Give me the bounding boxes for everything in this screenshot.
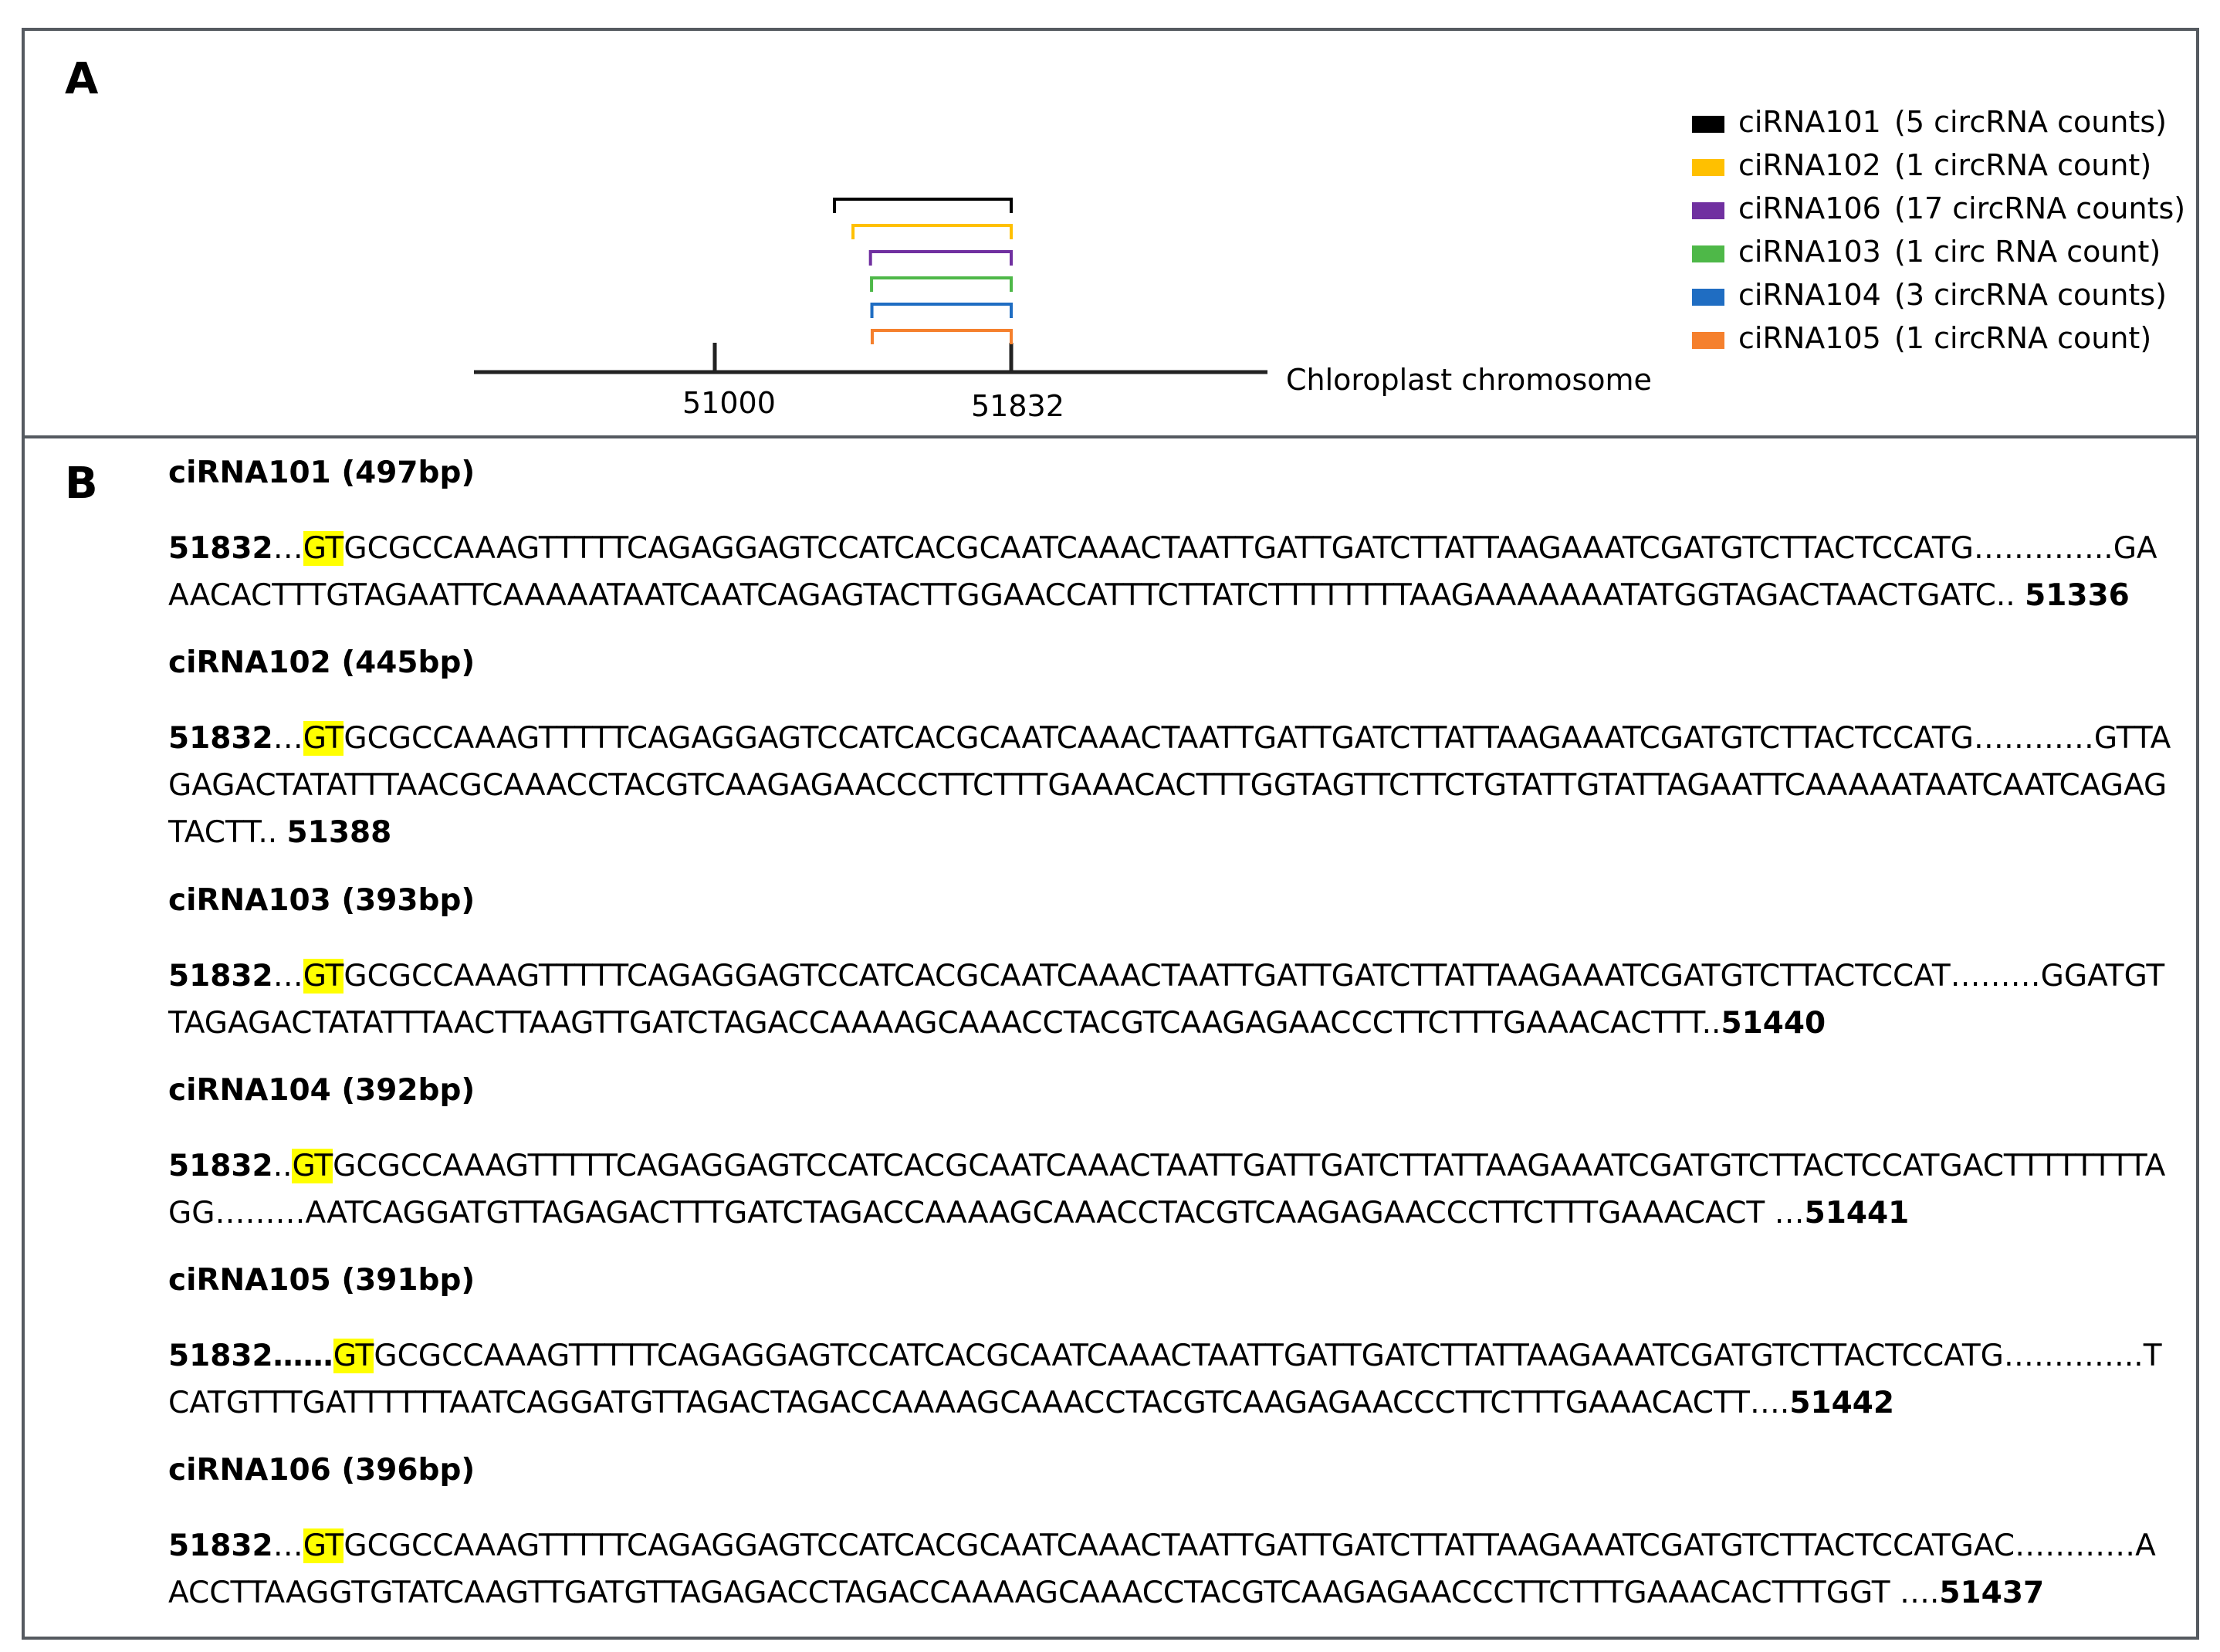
legend-count: (3 circRNA counts) <box>1894 278 2167 312</box>
entry-title: ciRNA106 (396bp) <box>168 1453 475 1488</box>
sequence-gap: … <box>272 721 303 756</box>
gt-splice-motif: GT <box>303 721 344 756</box>
start-coordinate: 51832 <box>168 721 273 756</box>
start-coordinate: 51832 <box>168 1149 273 1183</box>
entry-title: ciRNA105 (391bp) <box>168 1263 475 1298</box>
sequence-text: 51832..GTGCGCCAAAGTTTTTCAGAGGAGTCCATCACG… <box>168 1143 2175 1237</box>
sequence-gap: … <box>272 1528 303 1563</box>
sequence-entry-ciRNA105: ciRNA105 (391bp) 51832……GTGCGCCAAAGTTTTT… <box>168 1263 2175 1427</box>
sequence-body: GCGCCAAAGTTTTTCAGAGGAGTCCATCACGCAATCAAAC… <box>168 1149 2166 1231</box>
entry-title: ciRNA103 (393bp) <box>168 883 475 918</box>
entry-title: ciRNA102 (445bp) <box>168 645 475 680</box>
sequence-gap: … <box>272 959 303 994</box>
tick-label-51000: 51000 <box>682 386 776 420</box>
entry-title: ciRNA104 (392bp) <box>168 1073 475 1108</box>
legend-name: ciRNA106 <box>1738 191 1881 225</box>
sequence-entry-ciRNA104: ciRNA104 (392bp) 51832..GTGCGCCAAAGTTTTT… <box>168 1073 2175 1237</box>
end-coordinate: 51441 <box>1804 1196 1910 1231</box>
legend-count: (1 circRNA count) <box>1894 321 2152 355</box>
gt-splice-motif: GT <box>333 1339 374 1373</box>
arc-ciRNA103 <box>870 276 1013 292</box>
legend-count: (1 circRNA count) <box>1894 148 2152 182</box>
arc-ciRNA106 <box>868 250 1013 266</box>
legend-name: ciRNA104 <box>1738 278 1881 312</box>
panel-a: A 51000 51832 Chloroplast chromosome ciR… <box>22 28 2199 438</box>
arc-ciRNA101 <box>833 198 1013 213</box>
end-coordinate: 51440 <box>1721 1006 1826 1041</box>
sequence-body: GCGCCAAAGTTTTTCAGAGGAGTCCATCACGCAATCAAAC… <box>168 1528 2156 1610</box>
sequence-text: 51832…GTGCGCCAAAGTTTTTCAGAGGAGTCCATCACGC… <box>168 715 2175 856</box>
legend-swatch <box>1692 159 1724 176</box>
legend-swatch <box>1692 202 1724 219</box>
arc-ciRNA105 <box>871 329 1013 344</box>
end-coordinate: 51437 <box>1939 1576 2045 1610</box>
sequence-text: 51832…GTGCGCCAAAGTTTTTCAGAGGAGTCCATCACGC… <box>168 525 2175 619</box>
legend-swatch <box>1692 245 1724 262</box>
legend-count: (17 circRNA counts) <box>1894 191 2186 225</box>
end-coordinate: 51336 <box>2025 578 2130 613</box>
sequence-body: GCGCCAAAGTTTTTCAGAGGAGTCCATCACGCAATCAAAC… <box>168 959 2165 1041</box>
legend-count: (1 circ RNA count) <box>1894 235 2161 269</box>
sequence-entry-ciRNA101: ciRNA101 (497bp) 51832…GTGCGCCAAAGTTTTTC… <box>168 455 2175 619</box>
start-coordinate: 51832 <box>168 1528 273 1563</box>
gt-splice-motif: GT <box>303 959 344 994</box>
sequence-text: 51832……GTGCGCCAAAGTTTTTCAGAGGAGTCCATCACG… <box>168 1332 2175 1427</box>
sequence-entry-ciRNA103: ciRNA103 (393bp) 51832…GTGCGCCAAAGTTTTTC… <box>168 883 2175 1047</box>
sequence-body: GCGCCAAAGTTTTTCAGAGGAGTCCATCACGCAATCAAAC… <box>168 721 2171 850</box>
circrna-arc-diagram <box>474 198 1267 374</box>
legend-name: ciRNA102 <box>1738 148 1881 182</box>
sequence-gap: … <box>272 531 303 566</box>
panel-a-letter: A <box>65 54 99 104</box>
legend-name: ciRNA105 <box>1738 321 1881 355</box>
panel-b-letter: B <box>65 459 98 509</box>
end-coordinate: 51442 <box>1789 1386 1894 1420</box>
legend-swatch <box>1692 289 1724 306</box>
legend-swatch <box>1692 332 1724 349</box>
sequence-body: GCGCCAAAGTTTTTCAGAGGAGTCCATCACGCAATCAAAC… <box>168 531 2157 613</box>
gt-splice-motif: GT <box>303 531 344 566</box>
arc-ciRNA102 <box>851 224 1013 239</box>
sequence-text: 51832…GTGCGCCAAAGTTTTTCAGAGGAGTCCATCACGC… <box>168 1522 2175 1616</box>
sequence-entry-ciRNA102: ciRNA102 (445bp) 51832…GTGCGCCAAAGTTTTTC… <box>168 645 2175 856</box>
start-coordinate: 51832…… <box>168 1339 333 1373</box>
sequence-body: GCGCCAAAGTTTTTCAGAGGAGTCCATCACGCAATCAAAC… <box>168 1339 2162 1420</box>
sequence-gap: .. <box>272 1149 293 1183</box>
arc-ciRNA104 <box>870 303 1013 318</box>
start-coordinate: 51832 <box>168 531 273 566</box>
chromosome-label: Chloroplast chromosome <box>1286 363 1652 397</box>
tick-label-51832: 51832 <box>971 389 1064 423</box>
panel-b: B ciRNA101 (497bp) 51832…GTGCGCCAAAGTTTT… <box>22 435 2199 1640</box>
gt-splice-motif: GT <box>292 1149 333 1183</box>
legend-name: ciRNA101 <box>1738 105 1881 139</box>
gt-splice-motif: GT <box>303 1528 344 1563</box>
legend-count: (5 circRNA counts) <box>1894 105 2167 139</box>
sequence-text: 51832…GTGCGCCAAAGTTTTTCAGAGGAGTCCATCACGC… <box>168 953 2175 1047</box>
entry-title: ciRNA101 (497bp) <box>168 455 475 490</box>
legend-name: ciRNA103 <box>1738 235 1881 269</box>
end-coordinate: 51388 <box>286 815 392 850</box>
legend-swatch <box>1692 116 1724 133</box>
start-coordinate: 51832 <box>168 959 273 994</box>
sequence-entry-ciRNA106: ciRNA106 (396bp) 51832…GTGCGCCAAAGTTTTTC… <box>168 1453 2175 1616</box>
